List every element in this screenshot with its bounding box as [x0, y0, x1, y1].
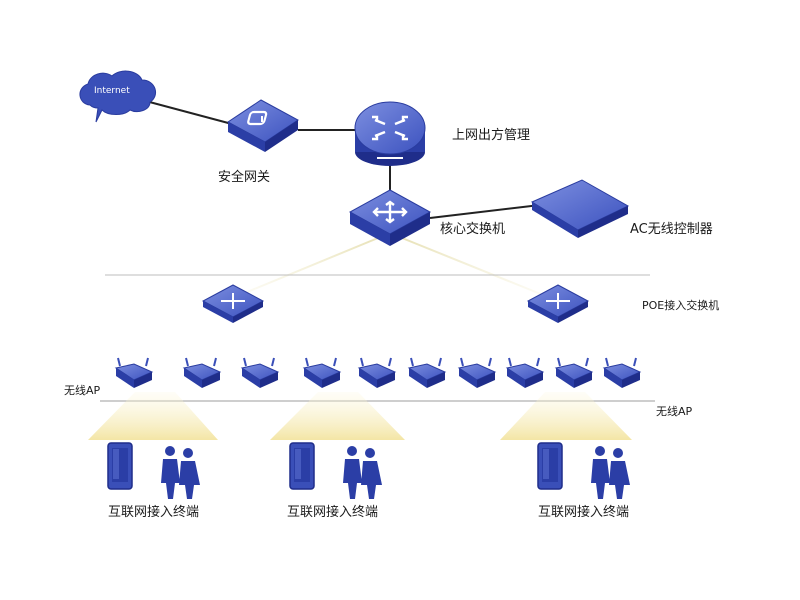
ac-controller-label: AC无线控制器: [630, 222, 713, 237]
cloud-icon: [79, 70, 157, 123]
link-core-poe-left: [234, 237, 379, 298]
access-point-icon: [457, 357, 497, 388]
security-gateway-label: 安全网关: [218, 170, 271, 185]
beam-middle: [270, 392, 405, 440]
network-links: [141, 99, 549, 298]
access-point-icon: [240, 357, 280, 388]
terminal-row: [107, 442, 630, 499]
beam-left: [88, 392, 218, 440]
link-core-ac: [429, 204, 541, 219]
access-point-icon: [182, 357, 222, 388]
access-point-icon: [505, 357, 545, 388]
terminal-label-right: 互联网接入终端: [538, 505, 630, 520]
wired-ap-label: 无线AP: [64, 384, 101, 397]
cloud-label: Internet: [94, 86, 130, 96]
poe-switch-label: POE接入交换机: [642, 299, 720, 312]
core-switch-label: 核心交换机: [440, 222, 506, 237]
terminal-label-left: 互联网接入终端: [108, 505, 200, 520]
user-terminal-icon: [537, 442, 630, 499]
router-icon: [354, 101, 426, 166]
poe-switch-left: [201, 284, 265, 323]
user-terminal-icon: [107, 442, 200, 499]
switch-icon: [348, 189, 432, 246]
link-cloud-gateway: [141, 99, 233, 125]
controller-icon: [530, 179, 630, 238]
firewall-icon: [227, 99, 299, 152]
beam-right: [500, 392, 632, 440]
egress-router-label: 上网出方管理: [452, 128, 531, 143]
access-point-row: [114, 357, 642, 388]
poe-switch-right: [526, 284, 590, 323]
access-point-icon: [602, 357, 642, 388]
terminal-label-middle: 互联网接入终端: [287, 505, 379, 520]
access-point-icon: [357, 357, 397, 388]
access-point-icon: [407, 357, 447, 388]
wireless-ap-label: 无线AP: [656, 405, 693, 418]
access-point-icon: [114, 357, 154, 388]
link-core-poe-right: [401, 237, 549, 298]
access-point-icon: [302, 357, 342, 388]
coverage-beams: [88, 392, 632, 440]
access-point-icon: [554, 357, 594, 388]
user-terminal-icon: [289, 442, 382, 499]
